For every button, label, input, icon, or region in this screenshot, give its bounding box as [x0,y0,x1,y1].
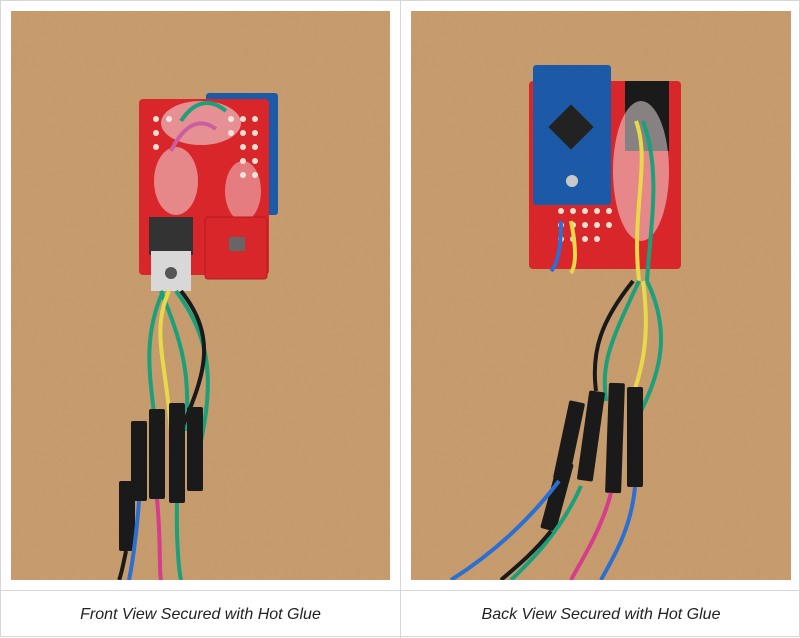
back-view-illustration [411,11,791,580]
front-view-illustration [11,11,390,580]
caption-divider [1,590,800,591]
column-divider [400,1,401,638]
voltage-regulator [149,217,193,255]
caption-front-view: Front View Secured with Hot Glue [80,605,321,623]
jumper-connectors [540,382,643,532]
front-view-photo [11,11,390,580]
caption-back-view: Back View Secured with Hot Glue [481,605,721,623]
back-view-photo [411,11,791,580]
wire-bundle [147,289,210,442]
jumper-connectors [119,403,203,551]
